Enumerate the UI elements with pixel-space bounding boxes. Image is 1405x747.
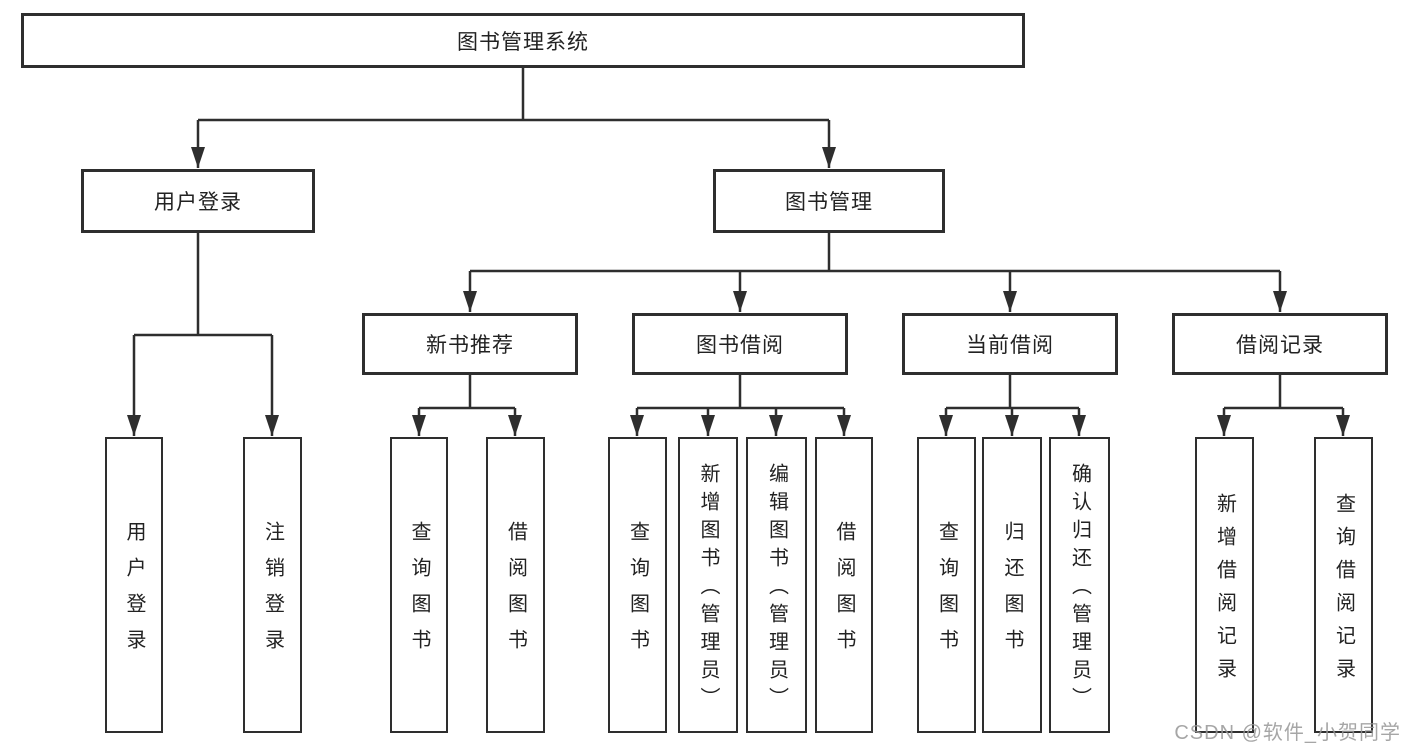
node-book-management: 图书管理 — [713, 169, 945, 233]
leaf-query-books-borrow: 查询图书 — [608, 437, 667, 733]
node-new-book-recommend: 新书推荐 — [362, 313, 578, 375]
leaf-user-login: 用户登录 — [105, 437, 163, 733]
node-label: 当前借阅 — [966, 334, 1054, 357]
connector-book-management-to-level3 — [463, 233, 1287, 312]
node-label: 确认归还（管理员） — [1068, 463, 1091, 715]
node-book-borrow: 图书借阅 — [632, 313, 848, 375]
leaf-query-books-recommend: 查询图书 — [390, 437, 448, 733]
connector-new-book-recommend-to-leaves — [412, 375, 522, 436]
connector-root-to-level2 — [191, 68, 836, 168]
node-label: 借阅图书 — [833, 521, 855, 665]
node-label: 新书推荐 — [426, 334, 514, 357]
leaf-logout: 注销登录 — [243, 437, 302, 733]
node-label: 编辑图书（管理员） — [765, 463, 788, 715]
leaf-borrow-books-recommend: 借阅图书 — [486, 437, 545, 733]
leaf-confirm-return-admin: 确认归还（管理员） — [1049, 437, 1110, 733]
leaf-add-borrow-record: 新增借阅记录 — [1195, 437, 1254, 733]
leaf-query-borrow-record: 查询借阅记录 — [1314, 437, 1373, 733]
node-label: 图书管理系统 — [457, 30, 589, 54]
node-label: 查询借阅记录 — [1332, 492, 1355, 691]
node-label: 查询图书 — [935, 521, 958, 665]
node-label: 查询图书 — [408, 521, 430, 665]
connector-current-borrow-to-leaves — [939, 375, 1086, 436]
leaf-return-books: 归还图书 — [982, 437, 1042, 733]
node-borrow-records: 借阅记录 — [1172, 313, 1388, 375]
leaf-borrow-books: 借阅图书 — [815, 437, 873, 733]
node-label: 图书借阅 — [696, 334, 784, 357]
csdn-watermark: CSDN @软件_小贺同学 — [1174, 722, 1401, 744]
node-label: 用户登录 — [123, 521, 145, 665]
leaf-add-book-admin: 新增图书（管理员） — [678, 437, 738, 733]
node-label: 注销登录 — [261, 521, 284, 665]
leaf-query-books-current: 查询图书 — [917, 437, 976, 733]
connector-book-borrow-to-leaves — [630, 375, 851, 436]
node-library-management-system: 图书管理系统 — [21, 13, 1025, 68]
node-label: 查询图书 — [626, 521, 649, 665]
node-label: 新增图书（管理员） — [697, 463, 719, 715]
node-label: 用户登录 — [154, 191, 242, 214]
node-label: 新增借阅记录 — [1213, 492, 1236, 691]
leaf-edit-book-admin: 编辑图书（管理员） — [746, 437, 807, 733]
connector-borrow-records-to-leaves — [1217, 375, 1350, 436]
node-current-borrow: 当前借阅 — [902, 313, 1118, 375]
node-label: 借阅记录 — [1236, 334, 1324, 357]
node-label: 归还图书 — [1001, 521, 1023, 665]
node-user-login: 用户登录 — [81, 169, 315, 233]
node-label: 图书管理 — [785, 191, 873, 214]
connector-user-login-to-leaves — [127, 233, 279, 436]
node-label: 借阅图书 — [504, 521, 527, 665]
